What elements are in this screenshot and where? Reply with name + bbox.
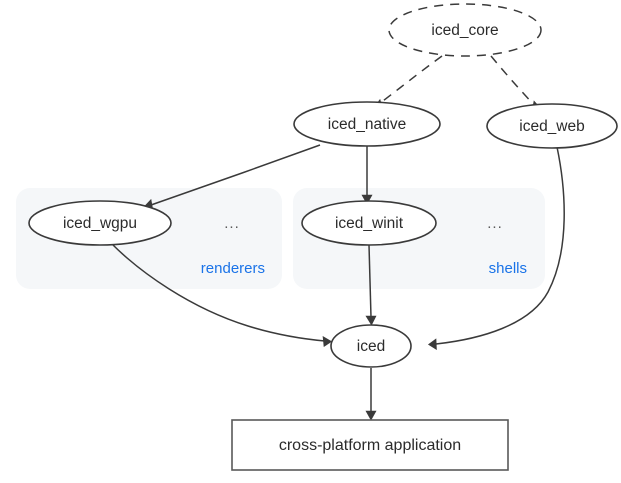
node-iced_web[interactable]: iced_web <box>486 103 618 149</box>
node-application-shape <box>231 419 509 471</box>
node-iced_core[interactable]: iced_core <box>388 3 542 57</box>
node-iced_winit-shape <box>301 200 437 246</box>
node-application-label: cross-platform application <box>279 437 461 454</box>
node-iced_native-label: iced_native <box>328 116 406 133</box>
node-iced_winit-label: iced_winit <box>335 215 404 232</box>
node-iced_wgpu-label: iced_wgpu <box>63 215 137 232</box>
cluster-renderers-ellipsis: ... <box>224 215 240 232</box>
cluster-shells-ellipsis: ... <box>487 215 503 232</box>
edge-iced-to-application <box>365 368 377 421</box>
edge-iced_winit-to-iced <box>365 244 377 326</box>
node-iced_core-shape <box>388 3 542 57</box>
node-iced_native[interactable]: iced_native <box>293 101 441 147</box>
node-iced-shape <box>330 324 412 368</box>
node-iced_winit[interactable]: iced_winit <box>301 200 437 246</box>
node-iced[interactable]: iced <box>330 324 412 368</box>
node-iced-label: iced <box>357 338 385 355</box>
edge-iced_wgpu-to-iced <box>111 243 333 348</box>
cluster-renderers-label: renderers <box>201 260 265 277</box>
edge-iced_native-to-iced_winit <box>361 145 373 205</box>
edge-iced_web-to-iced <box>427 146 565 351</box>
cluster-shells-label: shells <box>489 260 527 277</box>
node-iced_native-shape <box>293 101 441 147</box>
node-iced_wgpu[interactable]: iced_wgpu <box>28 200 172 246</box>
node-iced_web-shape <box>486 103 618 149</box>
node-iced_wgpu-shape <box>28 200 172 246</box>
edge-iced_core-to-iced_web <box>490 55 542 112</box>
edge-iced_core-to-iced_native <box>372 55 443 110</box>
node-iced_core-label: iced_core <box>431 22 498 39</box>
node-application[interactable]: cross-platform application <box>231 419 509 471</box>
node-iced_web-label: iced_web <box>519 118 585 135</box>
